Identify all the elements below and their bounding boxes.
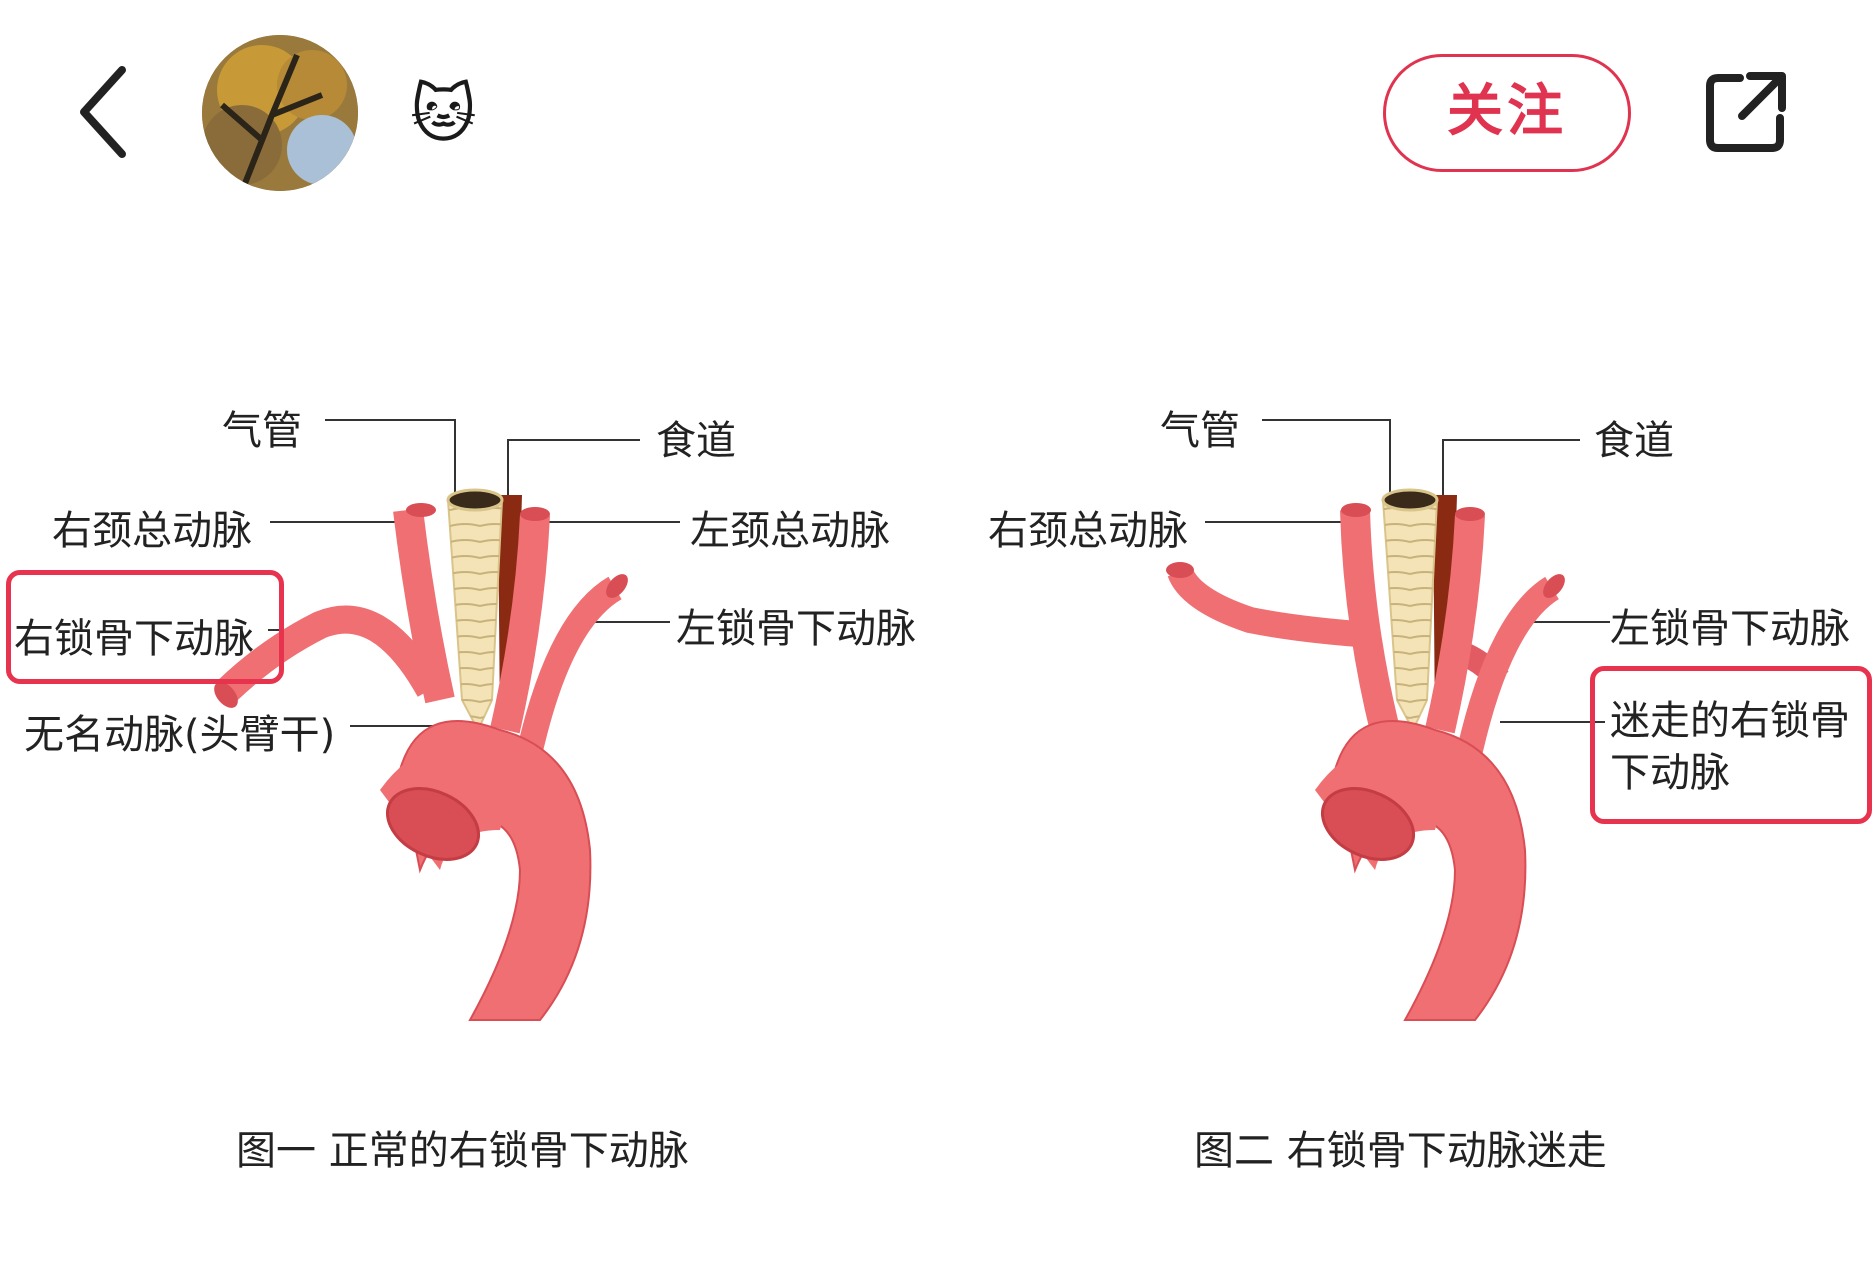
label-left-subclavian-left: 左锁骨下动脉 — [676, 606, 916, 652]
right-figure-drawing — [1166, 419, 1610, 1021]
left-figure-drawing — [214, 419, 680, 1021]
label-trachea-right: 气管 — [1160, 408, 1240, 454]
follow-button[interactable]: 关注 — [1383, 54, 1631, 172]
avatar[interactable] — [202, 35, 358, 191]
label-right-common-carotid-left: 右颈总动脉 — [52, 508, 252, 554]
tree-avatar-image — [202, 35, 358, 191]
label-innominate-left: 无名动脉(头臂干) — [24, 712, 336, 758]
label-esophagus-left: 食道 — [656, 418, 736, 464]
label-right-subclavian-left: 右锁骨下动脉 — [14, 616, 254, 662]
share-external-icon[interactable] — [1700, 68, 1790, 158]
label-right-common-carotid-right: 右颈总动脉 — [988, 508, 1188, 554]
back-chevron-icon[interactable] — [72, 62, 142, 162]
cat-emoji: 🐱 — [410, 78, 477, 152]
label-left-subclavian-right: 左锁骨下动脉 — [1610, 606, 1850, 652]
label-aberrant-line1: 迷走的右锁骨 — [1610, 698, 1850, 744]
highlight-box-aberrant — [1590, 666, 1872, 824]
label-esophagus-right: 食道 — [1594, 418, 1674, 464]
highlight-box-right-subclavian — [6, 570, 284, 684]
anatomy-diagram: 气管 食道 右颈总动脉 左颈总动脉 右锁骨下动脉 左锁骨下动脉 无名动脉(头臂干… — [0, 230, 1872, 1280]
top-bar: 🐱 关注 — [0, 0, 1872, 230]
caption-figure-2: 图二 右锁骨下动脉迷走 — [1194, 1128, 1607, 1174]
caption-figure-1: 图一 正常的右锁骨下动脉 — [236, 1128, 689, 1174]
label-trachea-left: 气管 — [222, 408, 302, 454]
label-left-common-carotid-left: 左颈总动脉 — [690, 508, 890, 554]
label-aberrant-line2: 下动脉 — [1610, 750, 1730, 796]
artery-illustration — [214, 419, 1610, 1021]
